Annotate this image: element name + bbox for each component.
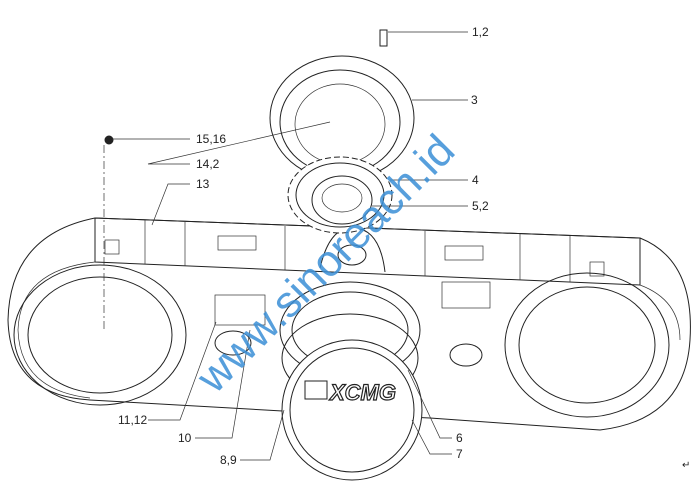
callout-label: 6: [456, 431, 463, 445]
bolt-part: [103, 29, 388, 330]
callout-label: 13: [196, 177, 210, 191]
left-drive-ring: [13, 264, 187, 406]
left-port-plug: [214, 330, 252, 356]
callout-label: 4: [472, 173, 479, 187]
right-port-plug: [449, 343, 483, 367]
callout-leaders: [112, 31, 468, 461]
callout-label: 3: [471, 93, 478, 107]
callout-label: 7: [456, 447, 463, 461]
callout-label: 8,9: [220, 453, 237, 467]
callout-label: 5,2: [472, 199, 489, 213]
callout-label: 15,16: [196, 132, 226, 146]
cover-plate: XCMG: [281, 339, 423, 481]
callout-label: 10: [178, 431, 192, 445]
callout-label: 11,12: [118, 413, 147, 427]
pinion-gear: [311, 175, 373, 225]
track-frame-housing: [7, 217, 691, 431]
right-drive-ring: [504, 272, 670, 418]
end-mark: ↵: [682, 460, 690, 471]
callout-label: 1,2: [472, 25, 489, 39]
svg-text:XCMG: XCMG: [328, 380, 396, 405]
callout-label: 14,2: [196, 157, 220, 171]
xcmg-logo: XCMG: [304, 379, 397, 406]
